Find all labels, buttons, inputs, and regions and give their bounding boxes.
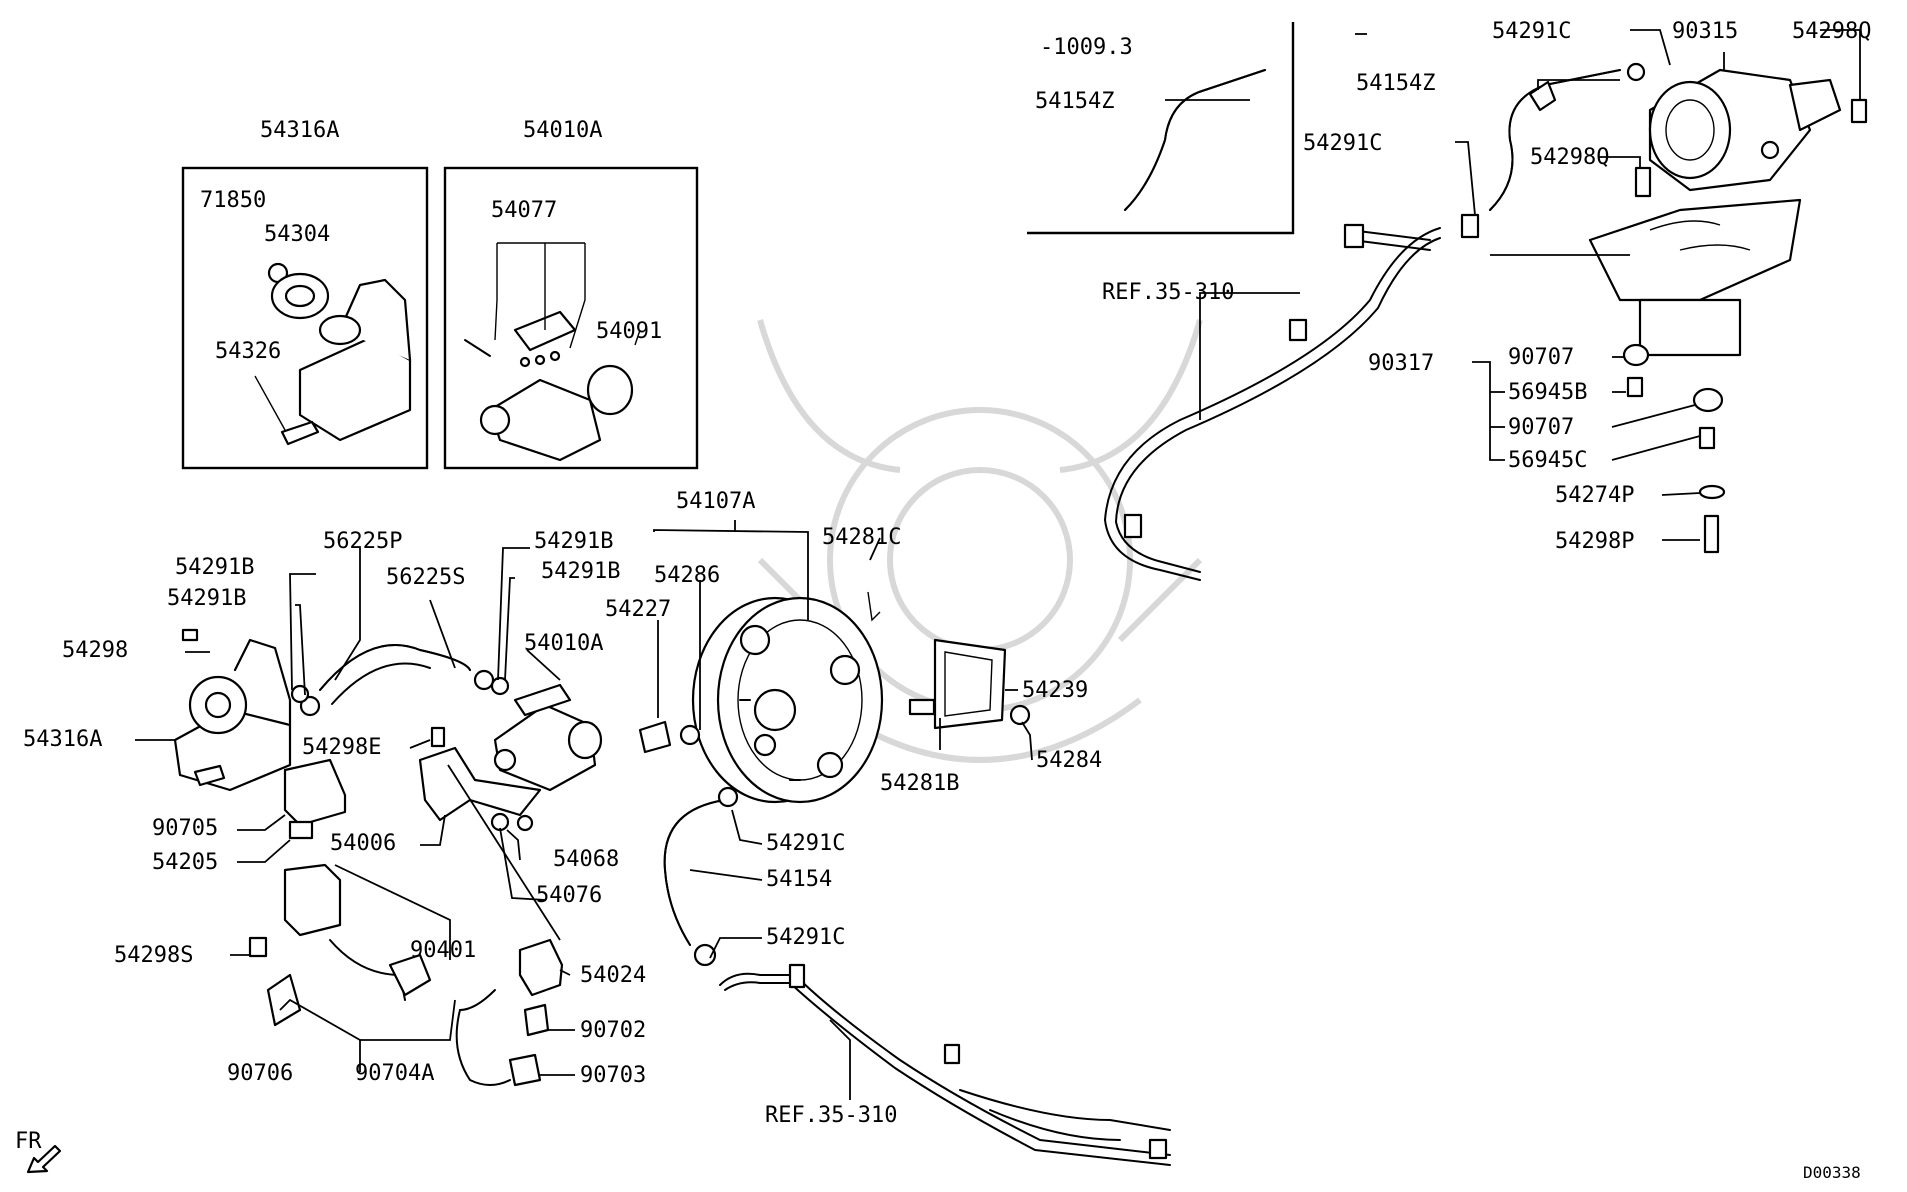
label-90401: 90401 — [410, 938, 476, 963]
label-fr: FR — [15, 1129, 42, 1154]
bracket-90317 — [1588, 166, 1802, 357]
reservoir-tank-inset — [254, 262, 412, 446]
mount-parts — [1622, 343, 1726, 554]
front-direction-arrow — [26, 1144, 62, 1174]
label-90703: 90703 — [580, 1063, 646, 1088]
label-54154Z-inset: 54154Z — [1035, 89, 1114, 114]
label-54298P: 54298P — [1555, 529, 1634, 554]
inset-box-54316A — [181, 166, 429, 470]
label-90707-a: 90707 — [1508, 345, 1574, 370]
valve-assembly — [430, 683, 603, 792]
label-54291C-mid2: 54291C — [766, 925, 845, 950]
valve-assembly-inset — [464, 242, 641, 462]
label-54291B-a: 54291B — [534, 529, 613, 554]
label-54291C-mid1: 54291C — [766, 831, 845, 856]
label-54284: 54284 — [1036, 748, 1102, 773]
inset-box-54010A — [443, 166, 699, 470]
label-54205: 54205 — [152, 850, 218, 875]
leader-lines — [135, 29, 1861, 1100]
label-54006: 54006 — [330, 831, 396, 856]
vacuum-line-top — [1104, 223, 1441, 581]
hose-54154Z — [1460, 62, 1646, 239]
sensor-90702 — [459, 989, 550, 1037]
label-inset-note: -1009.3 — [1040, 35, 1133, 60]
part-labels: 54316A 54010A 71850 54304 54326 54077 54… — [15, 19, 1871, 1182]
label-54298: 54298 — [62, 638, 128, 663]
reservoir-tank — [173, 628, 292, 792]
label-54316A: 54316A — [23, 727, 102, 752]
label-71850: 71850 — [200, 188, 266, 213]
label-54326: 54326 — [215, 339, 281, 364]
label-54304: 54304 — [264, 222, 330, 247]
label-54239: 54239 — [1022, 678, 1088, 703]
sensor-54024 — [518, 938, 564, 997]
label-54291C-top: 54291C — [1492, 19, 1571, 44]
diagram-id: D00338 — [1803, 1163, 1861, 1182]
label-56225S: 56225S — [386, 565, 465, 590]
label-90706: 90706 — [227, 1061, 293, 1086]
label-54298E: 54298E — [302, 735, 381, 760]
vacuum-pump-90315 — [1648, 68, 1868, 192]
label-54024: 54024 — [580, 963, 646, 988]
label-54291C-right: 54291C — [1303, 131, 1382, 156]
harness-90703 — [455, 1009, 542, 1087]
label-ref-top: REF.35-310 — [1102, 280, 1234, 305]
label-90707-b: 90707 — [1508, 415, 1574, 440]
label-54010A: 54010A — [524, 631, 603, 656]
label-54154Z: 54154Z — [1356, 71, 1435, 96]
label-54291B-c: 54291B — [541, 559, 620, 584]
label-54091: 54091 — [596, 319, 662, 344]
label-54154: 54154 — [766, 867, 832, 892]
label-56945C: 56945C — [1508, 448, 1587, 473]
hose-56225 — [290, 644, 510, 717]
label-54298Q-top: 54298Q — [1792, 19, 1871, 44]
label-56225P: 56225P — [323, 529, 402, 554]
label-54298Q-mid: 54298Q — [1530, 145, 1609, 170]
label-90317: 90317 — [1368, 351, 1434, 376]
label-54291B-b: 54291B — [175, 555, 254, 580]
label-54316A-box: 54316A — [260, 118, 339, 143]
label-90705: 90705 — [152, 816, 218, 841]
small-parts-booster — [638, 591, 1031, 754]
label-54281C: 54281C — [822, 525, 901, 550]
brake-booster — [691, 596, 884, 804]
hose-54154 — [663, 786, 739, 967]
inset-frame-1009 — [1027, 22, 1295, 235]
label-56945B: 56945B — [1508, 380, 1587, 405]
label-54227: 54227 — [605, 597, 671, 622]
relay-90705 — [283, 758, 347, 840]
label-54286: 54286 — [654, 563, 720, 588]
vacuum-line-bottom — [719, 963, 1171, 1166]
label-54077: 54077 — [491, 198, 557, 223]
label-54291B-d: 54291B — [167, 586, 246, 611]
label-90702: 90702 — [580, 1018, 646, 1043]
label-90704A: 90704A — [355, 1061, 434, 1086]
label-54281B: 54281B — [880, 771, 959, 796]
label-54076: 54076 — [536, 883, 602, 908]
label-54010A-box: 54010A — [523, 118, 602, 143]
label-ref-bottom: REF.35-310 — [765, 1103, 897, 1128]
label-54298S: 54298S — [114, 943, 193, 968]
gasket-54239 — [933, 638, 1007, 730]
label-54068: 54068 — [553, 847, 619, 872]
label-54107A: 54107A — [676, 489, 755, 514]
module-90401 — [248, 863, 432, 1027]
hose-54154Z-inset — [1124, 69, 1266, 211]
label-90315: 90315 — [1672, 19, 1738, 44]
label-54274P: 54274P — [1555, 483, 1634, 508]
